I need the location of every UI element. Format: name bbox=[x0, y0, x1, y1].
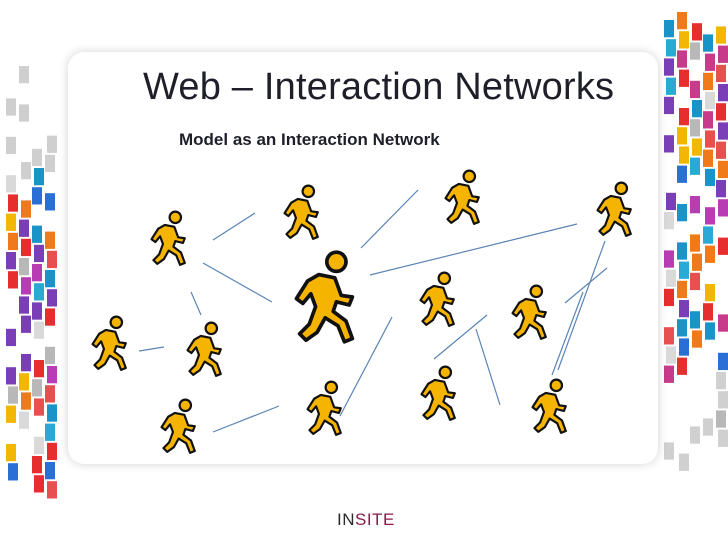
edge-line bbox=[558, 241, 605, 370]
user-node-icon bbox=[188, 323, 221, 376]
user-node-icon bbox=[513, 286, 546, 339]
user-node-icon bbox=[598, 183, 631, 236]
user-node-icon bbox=[421, 273, 454, 326]
edge-line bbox=[213, 213, 255, 240]
edge-line bbox=[139, 347, 164, 351]
edge-line bbox=[565, 268, 607, 303]
user-node-icon bbox=[93, 317, 126, 370]
user-node-icon bbox=[152, 212, 185, 265]
edge-line bbox=[203, 263, 272, 302]
user-node-icon bbox=[308, 382, 341, 435]
edge-line bbox=[476, 329, 500, 405]
user-node-icon bbox=[446, 171, 479, 224]
edge-line bbox=[552, 292, 583, 375]
user-node-icon bbox=[296, 252, 352, 342]
user-node-icon bbox=[285, 186, 318, 239]
edge-line bbox=[370, 224, 577, 275]
user-node-icon bbox=[422, 367, 455, 420]
edge-line bbox=[361, 190, 418, 248]
edge-line bbox=[191, 292, 201, 315]
edge-line bbox=[213, 406, 279, 432]
user-node-icon bbox=[533, 380, 566, 433]
insite-logo: INSITE bbox=[337, 510, 395, 530]
user-node-icon bbox=[162, 400, 195, 453]
